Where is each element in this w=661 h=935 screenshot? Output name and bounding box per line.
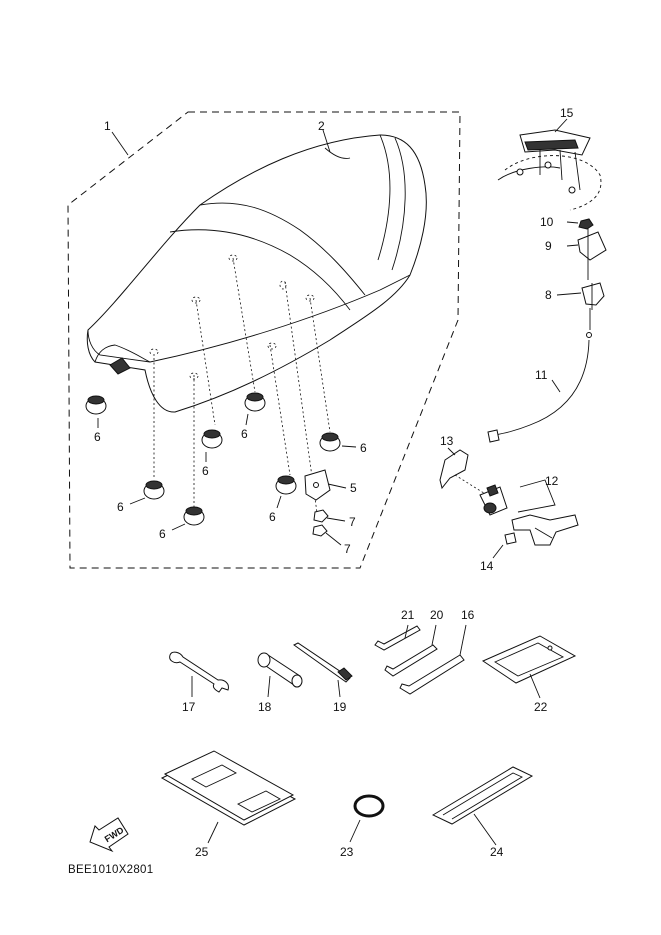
assembly-boundary [67, 111, 461, 569]
wrench[interactable] [169, 651, 229, 693]
nut[interactable] [312, 524, 328, 537]
owners-manual[interactable] [160, 750, 297, 826]
label-17: 17 [182, 700, 196, 714]
label-13: 13 [440, 434, 454, 448]
latch[interactable] [581, 282, 605, 310]
hex-key[interactable] [374, 625, 421, 651]
damper[interactable] [143, 480, 165, 500]
label-7: 7 [344, 542, 351, 556]
label-8: 8 [545, 288, 552, 302]
screw[interactable] [504, 532, 517, 545]
seat[interactable] [86, 134, 427, 413]
plate[interactable] [577, 231, 607, 261]
label-6: 6 [159, 527, 166, 541]
label-15: 15 [560, 106, 574, 120]
label-14: 14 [480, 559, 494, 573]
label-6: 6 [117, 500, 124, 514]
fwd-arrow-icon: FWD [89, 817, 129, 853]
label-11: 11 [535, 368, 548, 382]
label-24: 24 [490, 845, 504, 859]
damper[interactable] [244, 392, 266, 412]
label-23: 23 [340, 845, 354, 859]
label-2: 2 [318, 119, 325, 133]
damper[interactable] [201, 429, 223, 449]
label-20: 20 [430, 608, 444, 622]
screwdriver[interactable] [293, 642, 353, 683]
label-6: 6 [94, 430, 101, 444]
lock-bracket[interactable] [439, 449, 496, 501]
label-18: 18 [258, 700, 272, 714]
seat-frame[interactable] [497, 129, 602, 211]
nut[interactable] [313, 509, 329, 523]
label-9: 9 [545, 239, 552, 253]
damper[interactable] [275, 475, 297, 495]
seat-lock-set[interactable] [479, 484, 579, 546]
label-21: 21 [401, 608, 415, 622]
part-labels: 1 2 6 6 6 6 6 6 6 5 7 7 15 10 9 8 11 13 … [94, 106, 574, 859]
nut[interactable] [578, 218, 594, 230]
socket-wrench[interactable] [257, 652, 303, 688]
label-5: 5 [350, 481, 357, 495]
label-10: 10 [540, 215, 554, 229]
tool-bag[interactable] [481, 635, 577, 684]
label-6: 6 [360, 441, 367, 455]
label-6: 6 [241, 427, 248, 441]
bracket[interactable] [304, 469, 331, 501]
label-7: 7 [349, 515, 356, 529]
label-22: 22 [534, 700, 548, 714]
seat-lock-cable[interactable] [487, 332, 592, 443]
damper[interactable] [319, 432, 341, 452]
hex-key[interactable] [384, 644, 438, 677]
label-12: 12 [545, 474, 559, 488]
diagram-code: BEE1010X2801 [68, 864, 153, 876]
label-19: 19 [333, 700, 347, 714]
leader-lines-tools [404, 624, 467, 656]
damper[interactable] [183, 506, 205, 526]
label-16: 16 [461, 608, 475, 622]
leader-lines-right [447, 118, 582, 559]
mounting-axis-lines [149, 254, 331, 521]
label-6: 6 [202, 464, 209, 478]
o-ring[interactable] [353, 794, 385, 818]
leader-lines [97, 129, 357, 546]
damper[interactable] [85, 395, 107, 415]
label-1: 1 [104, 119, 111, 133]
label-25: 25 [195, 845, 209, 859]
label-6: 6 [269, 510, 276, 524]
strap[interactable] [431, 766, 534, 825]
